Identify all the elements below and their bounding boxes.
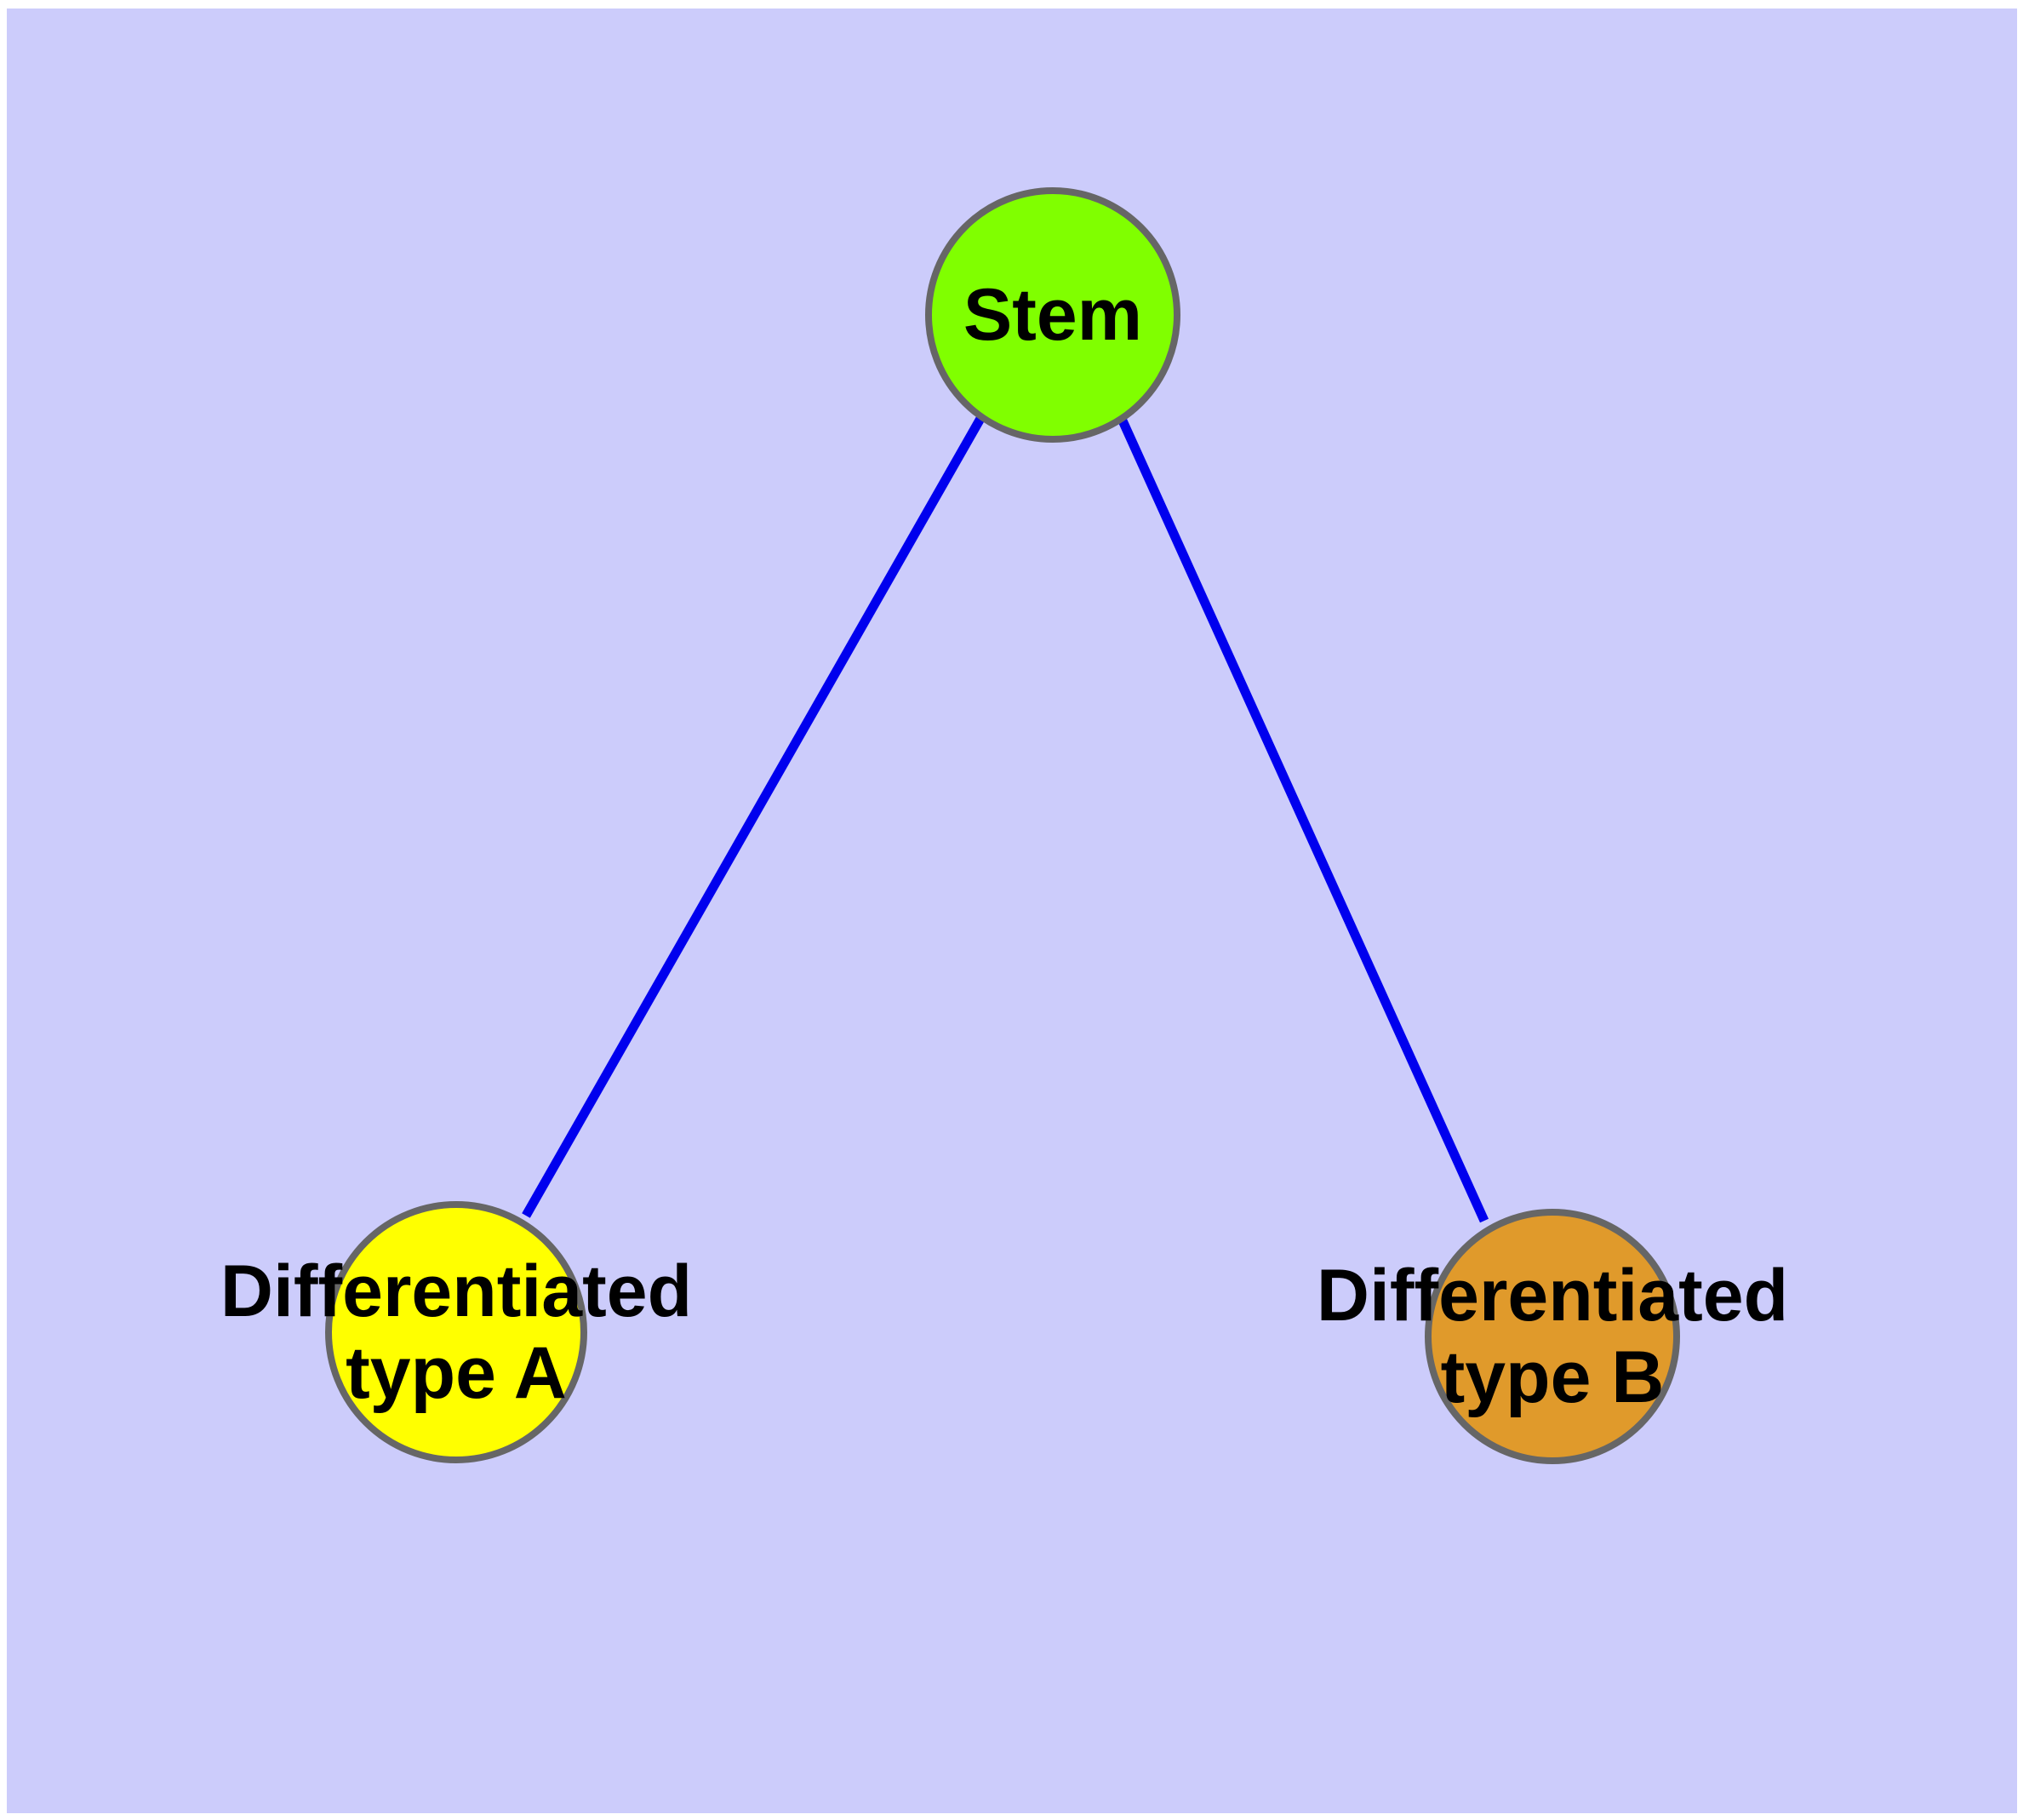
graph-edge[interactable] <box>1117 416 1489 1223</box>
graph-node-stem[interactable] <box>925 187 1180 443</box>
graph-node-diff_b[interactable] <box>1425 1209 1680 1464</box>
graph-node-diff_a[interactable] <box>325 1201 587 1463</box>
graph-edge[interactable] <box>522 415 986 1218</box>
edges-layer <box>522 415 1489 1223</box>
nodes-layer <box>325 187 1680 1464</box>
